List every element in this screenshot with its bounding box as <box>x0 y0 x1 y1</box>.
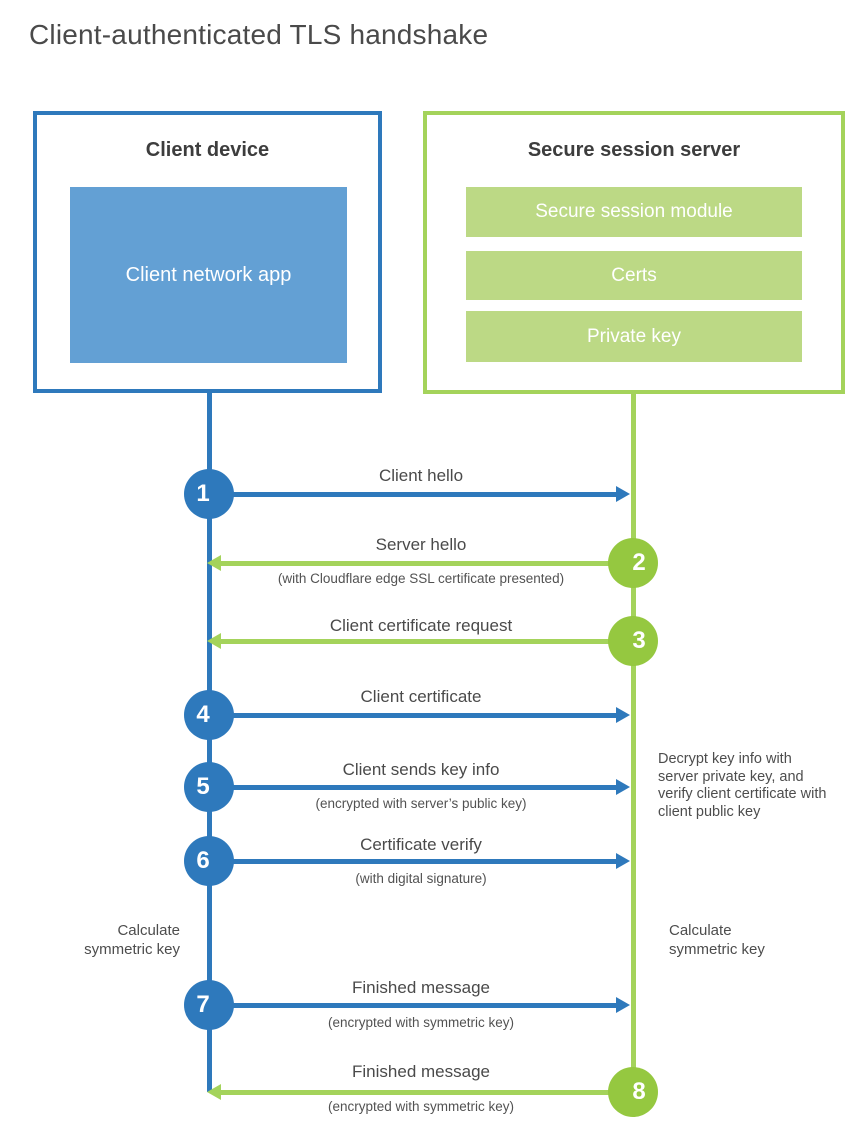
calculate-symmetric-key-note-client: Calculate symmetric key <box>84 922 180 958</box>
step-number-7: 7 <box>196 991 210 1018</box>
client-device-title: Client device <box>145 139 270 161</box>
arrowhead-left-icon <box>207 1084 221 1100</box>
message-label-5: Client sends key info <box>342 760 500 779</box>
arrowhead-left-icon <box>207 633 221 649</box>
client-lifeline <box>207 391 212 1092</box>
server-module-certs: Certs <box>466 251 802 300</box>
arrowhead-left-icon <box>207 555 221 571</box>
server-module-private-key: Private key <box>466 311 802 362</box>
step-circle-5: 5 <box>184 762 234 812</box>
arrowhead-right-icon <box>616 853 630 869</box>
arrowhead-right-icon <box>616 707 630 723</box>
message-arrow-7 <box>209 997 630 1013</box>
server-module-secure-session: Secure session module <box>466 187 802 237</box>
message-sublabel-5: (encrypted with server’s public key) <box>315 796 527 811</box>
step-circle-6: 6 <box>184 836 234 886</box>
message-arrow-1 <box>209 486 630 502</box>
step-circle-3: 3 <box>608 616 658 666</box>
message-label-4: Client certificate <box>360 687 482 706</box>
step-circle-1: 1 <box>184 469 234 519</box>
server-decrypt-note: Decrypt key info with server private key… <box>658 751 827 820</box>
message-label-3: Client certificate request <box>329 616 513 635</box>
message-sublabel-6: (with digital signature) <box>355 871 487 886</box>
message-sublabel-2: (with Cloudflare edge SSL certificate pr… <box>277 571 565 586</box>
step-circle-4: 4 <box>184 690 234 740</box>
client-network-app-label: Client network app <box>125 264 292 286</box>
server-lifeline <box>631 392 636 1092</box>
step-circle-8: 8 <box>608 1067 658 1117</box>
step-number-3: 3 <box>632 627 646 654</box>
step-circle-2: 2 <box>608 538 658 588</box>
message-label-1: Client hello <box>378 466 464 485</box>
message-arrow-8 <box>207 1084 633 1100</box>
step-number-4: 4 <box>196 701 210 728</box>
arrowhead-right-icon <box>616 486 630 502</box>
secure-session-server-title: Secure session server <box>527 139 741 161</box>
step-number-8: 8 <box>632 1078 646 1105</box>
arrowhead-right-icon <box>616 997 630 1013</box>
step-number-2: 2 <box>632 549 646 576</box>
step-circle-7: 7 <box>184 980 234 1030</box>
message-arrow-2 <box>207 555 633 571</box>
calculate-symmetric-key-note-server: Calculate symmetric key <box>669 922 765 958</box>
message-label-7: Finished message <box>352 978 490 997</box>
step-number-5: 5 <box>196 773 210 800</box>
message-arrow-4 <box>209 707 630 723</box>
message-label-2: Server hello <box>375 535 467 554</box>
message-label-8: Finished message <box>352 1062 490 1081</box>
page-title: Client-authenticated TLS handshake <box>29 19 489 50</box>
message-arrow-6 <box>209 853 630 869</box>
message-arrow-3 <box>207 633 633 649</box>
message-arrow-5 <box>209 779 630 795</box>
message-sublabel-7: (encrypted with symmetric key) <box>327 1015 515 1030</box>
step-number-1: 1 <box>196 480 210 507</box>
step-number-6: 6 <box>196 847 210 874</box>
client-network-app-box: Client network app <box>70 187 347 363</box>
message-sublabel-8: (encrypted with symmetric key) <box>327 1099 515 1114</box>
arrowhead-right-icon <box>616 779 630 795</box>
message-label-6: Certificate verify <box>360 835 482 854</box>
